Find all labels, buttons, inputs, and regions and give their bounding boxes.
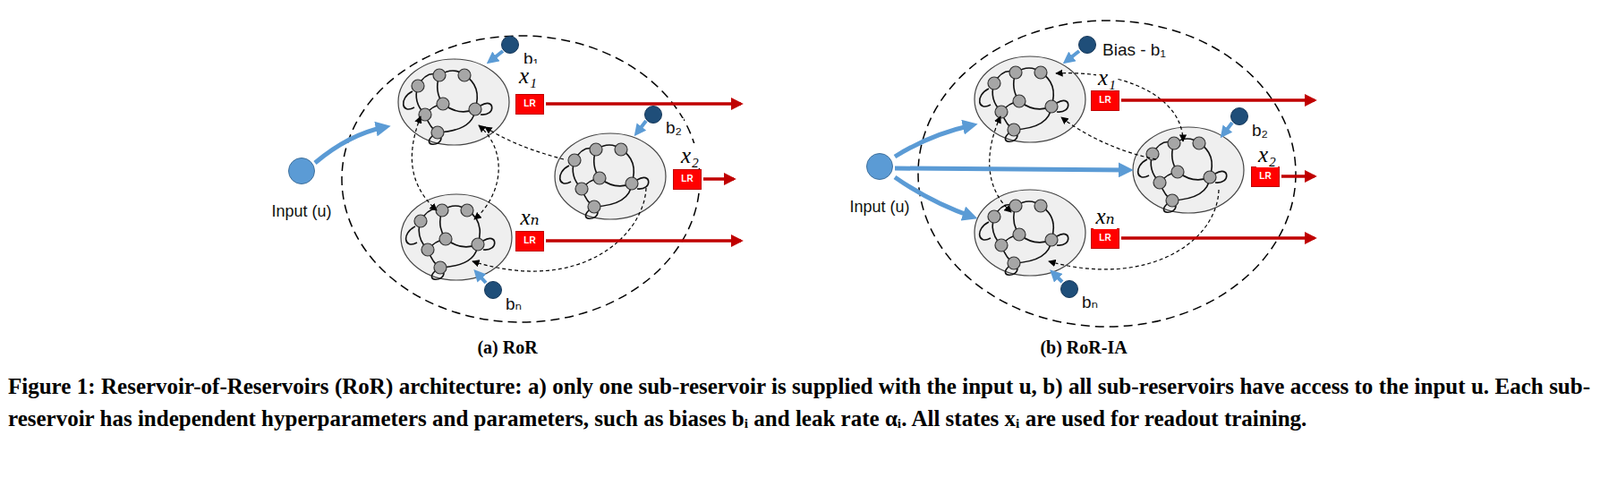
input-node: Input (u) (866, 153, 894, 180)
input-label: Input (u) (269, 202, 333, 222)
leak-rate-box: x₂LR (1251, 166, 1280, 188)
leak-rate-box: x₁LR (1090, 90, 1120, 111)
state-label: xₙ (518, 204, 541, 230)
leak-rate-box: xₙLR (515, 230, 545, 252)
state-label: x₁ (1096, 65, 1118, 91)
input-label: Input (u) (847, 197, 911, 218)
bias-node: bₙ (484, 280, 503, 299)
figure-caption: Figure 1: Reservoir-of-Reservoirs (RoR) … (8, 370, 1591, 435)
panel-label: (b) RoR-IA (1039, 337, 1127, 358)
leak-rate-text: LR (1098, 233, 1111, 243)
state-label: x₁ (517, 63, 539, 89)
leak-rate-box: x₂LR (672, 169, 702, 190)
bias-node: b₂ (1230, 107, 1249, 126)
bias-label: b₂ (663, 118, 684, 139)
leak-rate-text: LR (680, 174, 693, 184)
bias-node: Bias - b₁ (1078, 35, 1097, 54)
panel-label: (a) RoR (476, 337, 537, 358)
bias-node: b₂ (644, 105, 663, 124)
bias-label: Bias - b₁ (1100, 40, 1168, 61)
leak-rate-box: x₁LR (515, 93, 545, 115)
bias-label: bₙ (1080, 292, 1100, 314)
leak-rate-text: LR (1259, 171, 1271, 181)
input-node: Input (u) (288, 157, 315, 185)
leak-rate-text: LR (1098, 95, 1111, 105)
bias-label: bₙ (503, 294, 524, 315)
bias-label: b₂ (1250, 120, 1270, 142)
state-label: xₙ (1093, 204, 1116, 230)
leak-rate-text: LR (523, 236, 536, 246)
bias-node: b₁ (501, 35, 520, 54)
state-label: x₂ (679, 143, 701, 169)
state-label: x₂ (1256, 142, 1278, 168)
leak-rate-box: xₙLR (1090, 228, 1120, 249)
bias-node: bₙ (1060, 280, 1079, 298)
leak-rate-text: LR (523, 99, 536, 109)
